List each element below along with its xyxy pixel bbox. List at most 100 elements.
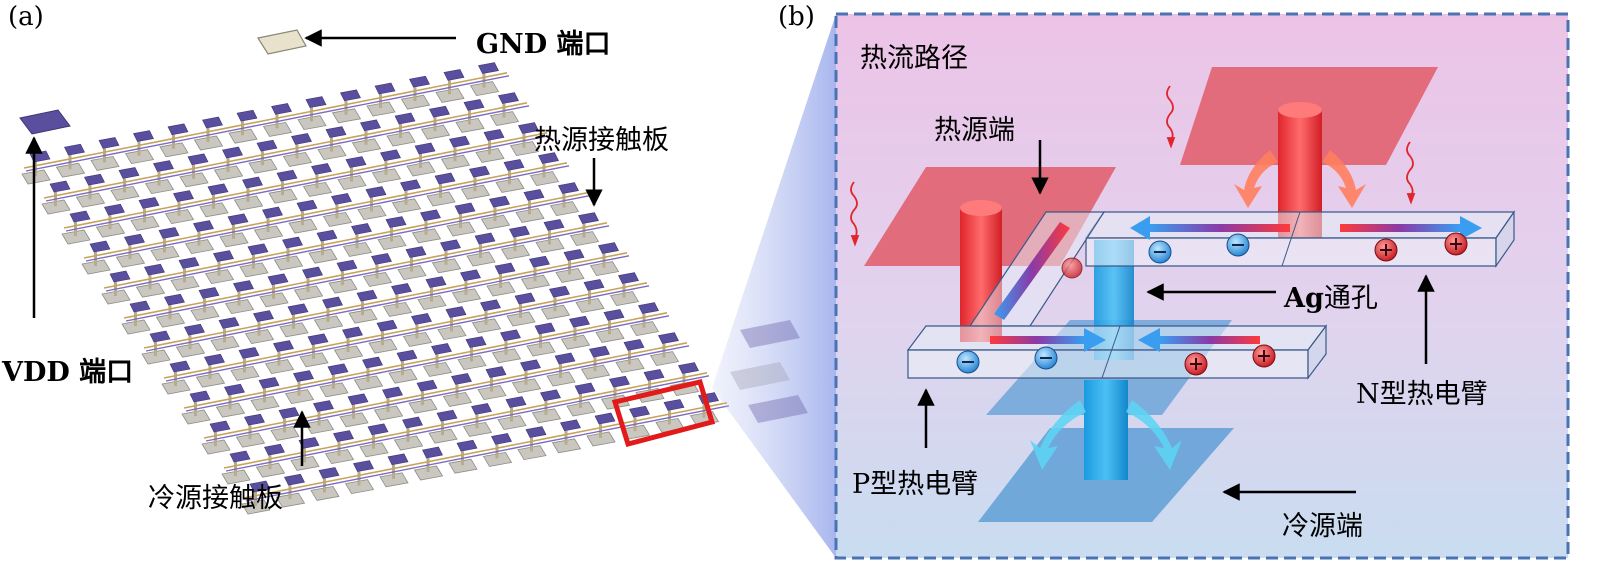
te-unit-cell: [90, 137, 130, 171]
te-unit-cell: [302, 163, 343, 197]
te-unit-cell: [175, 323, 216, 358]
te-unit-cell: [273, 236, 314, 271]
te-unit-cell: [486, 262, 526, 297]
te-unit-cell: [480, 195, 521, 230]
te-unit-cell: [141, 330, 181, 365]
te-unit-cell: [466, 232, 506, 267]
zoom-cone: [712, 14, 836, 558]
te-unit-cell: [353, 356, 394, 391]
te-unit-cell: [228, 109, 268, 144]
te-unit-cell: [457, 336, 497, 371]
te-unit-cell: [213, 146, 254, 181]
te-unit-cell: [413, 446, 454, 481]
te-unit-cell: [342, 223, 383, 257]
te-unit-cell: [368, 319, 408, 354]
selected-unit-highlight: [611, 379, 716, 448]
te-unit-cell: [161, 360, 201, 395]
lower-p-flow-arrow: [990, 328, 1106, 352]
te-unit-cell: [440, 135, 481, 170]
hot-end-label: 热源端: [934, 115, 1015, 146]
te-unit-cell: [515, 189, 555, 223]
te-unit-cell: [428, 409, 468, 444]
te-unit-cell: [497, 396, 537, 431]
te-unit-cell: [164, 190, 205, 225]
te-unit-cell: [377, 216, 417, 251]
cold-flow-arrow-left: [1030, 400, 1086, 470]
te-unit-cell: [199, 183, 239, 218]
te-unit-cell: [366, 82, 406, 117]
te-unit-cell: [575, 279, 615, 313]
te-unit-cell: [475, 129, 515, 163]
panel-b-unit-detail: [834, 12, 1570, 560]
te-unit-cell: [253, 206, 294, 241]
heat-flow-path-title: 热流路径: [860, 43, 968, 74]
te-unit-cell: [471, 299, 512, 334]
te-unit-cell: [506, 292, 546, 327]
hot-flow-arrow-left: [1234, 150, 1278, 208]
te-unit-cell: [293, 266, 334, 301]
te-unit-cell: [279, 303, 319, 338]
faded-array-edge: [730, 320, 808, 423]
te-unit-cell: [130, 197, 170, 231]
hot-pillar-right-top: [1278, 102, 1322, 118]
te-unit-cell: [379, 453, 419, 488]
te-unit-cell: [241, 480, 281, 515]
cold-end-label: 冷源端: [1282, 511, 1363, 542]
te-unit-cell: [600, 375, 641, 410]
cold-contact-plate-label: 冷源接触板: [148, 483, 283, 514]
gnd-pad: [257, 29, 307, 55]
te-unit-cell: [181, 390, 221, 425]
te-unit-cell: [362, 253, 403, 287]
te-unit-cell: [322, 193, 363, 227]
te-unit-cell: [284, 370, 325, 405]
te-unit-cell: [531, 389, 572, 424]
te-unit-cell: [195, 353, 236, 388]
te-unit-cell: [95, 203, 136, 238]
te-unit-cell: [629, 302, 670, 337]
te-unit-cell: [124, 130, 165, 165]
te-unit-cell: [615, 339, 655, 373]
te-unit-cell: [155, 293, 196, 328]
te-unit-cell: [417, 276, 457, 311]
te-unit-cell: [491, 329, 532, 364]
te-unit-cell: [221, 450, 261, 485]
te-unit-cell: [41, 180, 81, 215]
ag-via-label-element: Ag: [1284, 283, 1324, 314]
panel-a-device-array: [19, 29, 730, 515]
te-unit-cell: [426, 172, 466, 207]
te-unit-cell: [255, 443, 296, 478]
te-unit-cell: [469, 62, 510, 97]
te-unit-cell: [371, 149, 412, 184]
vdd-pad: [19, 109, 71, 135]
te-unit-cell: [313, 296, 354, 331]
te-unit-cell: [566, 382, 606, 417]
te-unit-cell: [560, 315, 601, 350]
te-unit-cell: [495, 159, 535, 193]
p-leg-label: P型热电臂: [852, 469, 979, 500]
te-unit-cell: [408, 379, 448, 414]
te-unit-cell: [549, 182, 590, 217]
te-unit-cell: [264, 340, 305, 375]
te-unit-cell: [282, 133, 323, 167]
te-unit-cell: [288, 199, 328, 234]
te-unit-cell: [210, 317, 250, 351]
te-unit-cell: [609, 272, 650, 307]
te-unit-cell: [397, 246, 437, 281]
te-unit-cell: [500, 225, 541, 260]
te-unit-cell: [204, 250, 245, 285]
te-unit-cell: [406, 142, 446, 177]
te-unit-cell: [555, 249, 595, 283]
hot-pillar-left-top: [960, 200, 1002, 216]
te-unit-cell: [455, 99, 495, 133]
te-unit-cell: [589, 242, 630, 277]
te-unit-cell: [649, 332, 690, 367]
te-unit-cell: [451, 269, 492, 304]
te-unit-cell: [230, 347, 270, 381]
lower-n-flow-arrow: [1138, 328, 1260, 352]
te-unit-cell: [224, 280, 265, 315]
te-unit-cell: [348, 289, 388, 324]
te-unit-cell: [520, 255, 561, 290]
te-unit-cell: [580, 345, 621, 380]
te-unit-cell: [150, 227, 190, 261]
te-unit-cell: [190, 287, 230, 321]
